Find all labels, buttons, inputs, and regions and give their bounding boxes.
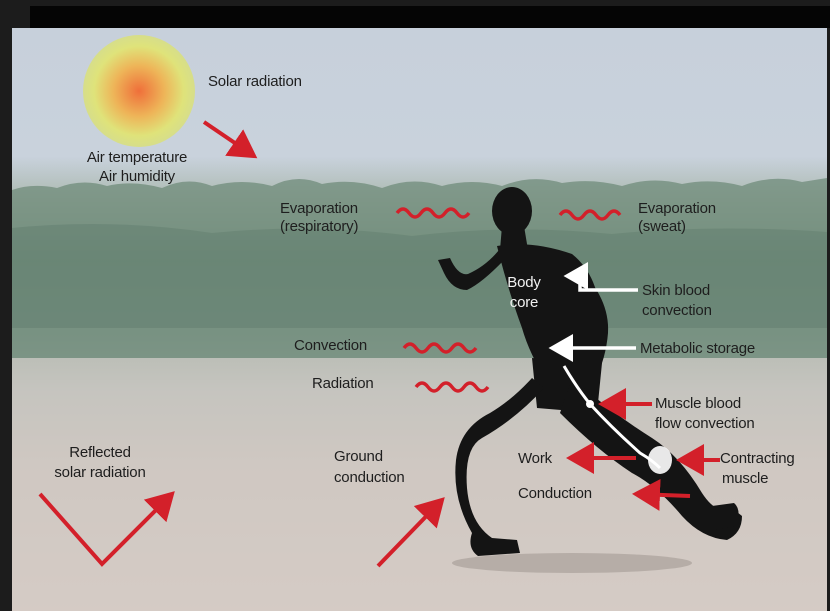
label-muscle-blood-flow-sub: flow convection	[655, 415, 755, 433]
label-reflected-solar-radiation: Reflected	[30, 444, 170, 462]
label-conduction: Conduction	[518, 485, 592, 503]
label-ground-conduction: Ground	[334, 448, 383, 466]
label-air-temperature: Air temperature	[62, 149, 212, 167]
label-convection: Convection	[294, 337, 367, 355]
label-ground-conduction-sub: conduction	[334, 469, 405, 487]
label-contracting-muscle-sub: muscle	[722, 470, 768, 488]
label-evaporation-sweat: Evaporation	[638, 200, 716, 218]
heat-exchange-diagram: Solar radiation Air temperature Air humi…	[12, 28, 827, 611]
label-radiation: Radiation	[312, 375, 374, 393]
label-evaporation-sweat-sub: (sweat)	[638, 218, 686, 236]
image-frame-top	[30, 6, 830, 28]
label-evaporation-respiratory: Evaporation	[280, 200, 358, 218]
label-body-core-sub: core	[494, 294, 554, 312]
label-body-core: Body	[494, 274, 554, 292]
label-air-humidity: Air humidity	[62, 168, 212, 186]
label-work: Work	[518, 450, 552, 468]
label-skin-blood-convection: Skin blood	[642, 282, 710, 300]
label-metabolic-storage: Metabolic storage	[640, 340, 755, 358]
label-skin-blood-convection-sub: convection	[642, 302, 712, 320]
conduction-arrow	[636, 494, 690, 496]
label-muscle-blood-flow: Muscle blood	[655, 395, 741, 413]
sun-icon	[83, 35, 195, 147]
label-contracting-muscle: Contracting	[720, 450, 795, 468]
label-evaporation-respiratory-sub: (respiratory)	[280, 218, 358, 236]
label-reflected-solar-radiation-sub: solar radiation	[30, 464, 170, 482]
label-solar-radiation: Solar radiation	[208, 73, 302, 91]
